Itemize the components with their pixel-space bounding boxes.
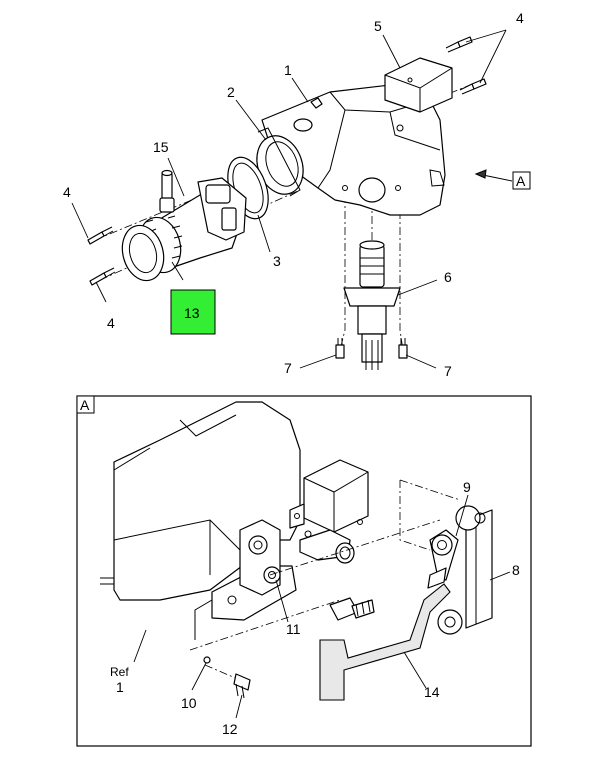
callout-13-highlight bbox=[170, 289, 216, 335]
screw-bottom-right bbox=[398, 338, 408, 359]
screw-bottom-left bbox=[335, 338, 345, 359]
callout-10: 10 bbox=[181, 695, 197, 711]
callout-2: 2 bbox=[227, 84, 235, 100]
clamp-ring bbox=[256, 127, 304, 197]
callout-8: 8 bbox=[512, 562, 520, 578]
callout-4-left-upper: 4 bbox=[63, 184, 71, 200]
view-marker-box bbox=[512, 171, 531, 190]
callout-7-left: 7 bbox=[284, 360, 292, 376]
upper-exploded-view bbox=[71, 29, 513, 370]
detail-boss-nut bbox=[239, 519, 281, 596]
throttle-body bbox=[121, 169, 247, 282]
view-marker-label: A bbox=[516, 173, 526, 189]
detail-bracket-14 bbox=[319, 583, 451, 701]
sensor-valve bbox=[343, 240, 401, 370]
detail-label-box bbox=[76, 395, 95, 414]
centerline-screw-left bbox=[339, 195, 346, 351]
screw-top-right-b bbox=[459, 78, 487, 95]
detail-arm-9 bbox=[427, 529, 459, 589]
detail-pin-10 bbox=[203, 656, 211, 664]
solenoid-valve-box bbox=[384, 57, 453, 113]
detail-arm-8 bbox=[437, 505, 493, 635]
callout-12: 12 bbox=[222, 721, 238, 737]
callout-7-right: 7 bbox=[444, 363, 452, 379]
ref-number: 1 bbox=[116, 679, 124, 695]
detail-screw-12 bbox=[233, 673, 251, 699]
detail-solenoid bbox=[289, 459, 369, 564]
screw-upper-left bbox=[87, 226, 114, 245]
callout-1: 1 bbox=[284, 62, 292, 78]
callout-3: 3 bbox=[273, 253, 281, 269]
detail-housing bbox=[100, 401, 301, 640]
detail-fitting bbox=[329, 597, 375, 621]
callout-14: 14 bbox=[424, 684, 440, 700]
centerline-screw-right bbox=[399, 195, 404, 351]
callout-11: 11 bbox=[286, 621, 301, 637]
detail-label: A bbox=[80, 397, 90, 413]
ref-label: Ref bbox=[110, 665, 129, 679]
detail-frame bbox=[76, 395, 532, 747]
callout-4-top-right: 4 bbox=[516, 10, 524, 26]
callout-15: 15 bbox=[153, 139, 169, 155]
callout-9: 9 bbox=[463, 479, 471, 495]
detail-view-a: A bbox=[76, 395, 532, 747]
screw-lower-left bbox=[89, 267, 116, 286]
callout-13: 13 bbox=[184, 305, 200, 321]
callout-6: 6 bbox=[444, 269, 452, 285]
callout-5: 5 bbox=[374, 18, 382, 34]
callout-4-left-lower: 4 bbox=[107, 315, 115, 331]
screw-top-right-a bbox=[445, 36, 473, 53]
